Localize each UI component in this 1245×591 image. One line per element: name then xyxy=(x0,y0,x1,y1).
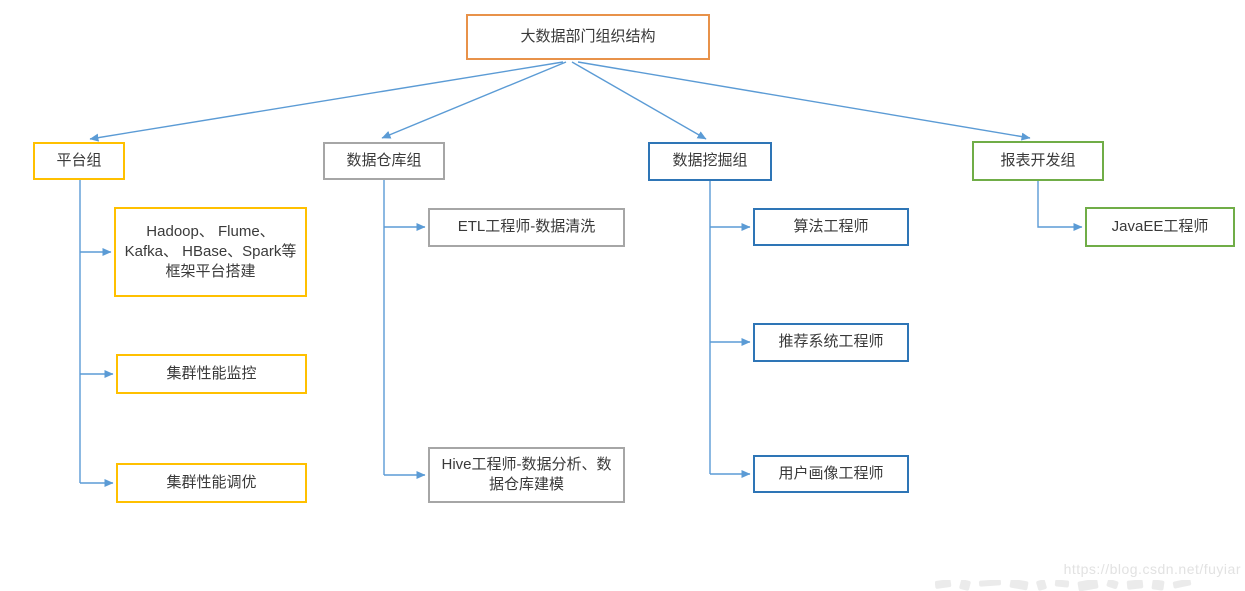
signature-watermark-partial xyxy=(935,580,1243,591)
child-node-javaee-engineer: JavaEE工程师 xyxy=(1085,207,1235,247)
csdn-url-watermark: https://blog.csdn.net/fuyiar xyxy=(1063,561,1241,577)
child-node-hive-engineer: Hive工程师-数据分析、数据仓库建模 xyxy=(428,447,625,503)
group-node-data-mining: 数据挖掘组 xyxy=(648,142,772,181)
child-node-cluster-performance-monitoring: 集群性能监控 xyxy=(116,354,307,394)
group-node-platform: 平台组 xyxy=(33,142,125,180)
child-node-recommendation-engineer: 推荐系统工程师 xyxy=(753,323,909,362)
root-node-big-data-department: 大数据部门组织结构 xyxy=(466,14,710,60)
group-node-data-warehouse: 数据仓库组 xyxy=(323,142,445,180)
child-node-framework-platform-setup: Hadoop、 Flume、Kafka、 HBase、Spark等框架平台搭建 xyxy=(114,207,307,297)
child-node-cluster-performance-tuning: 集群性能调优 xyxy=(116,463,307,503)
child-node-etl-engineer: ETL工程师-数据清洗 xyxy=(428,208,625,247)
child-node-user-profile-engineer: 用户画像工程师 xyxy=(753,455,909,493)
group-node-report-development: 报表开发组 xyxy=(972,141,1104,181)
child-node-algorithm-engineer: 算法工程师 xyxy=(753,208,909,246)
